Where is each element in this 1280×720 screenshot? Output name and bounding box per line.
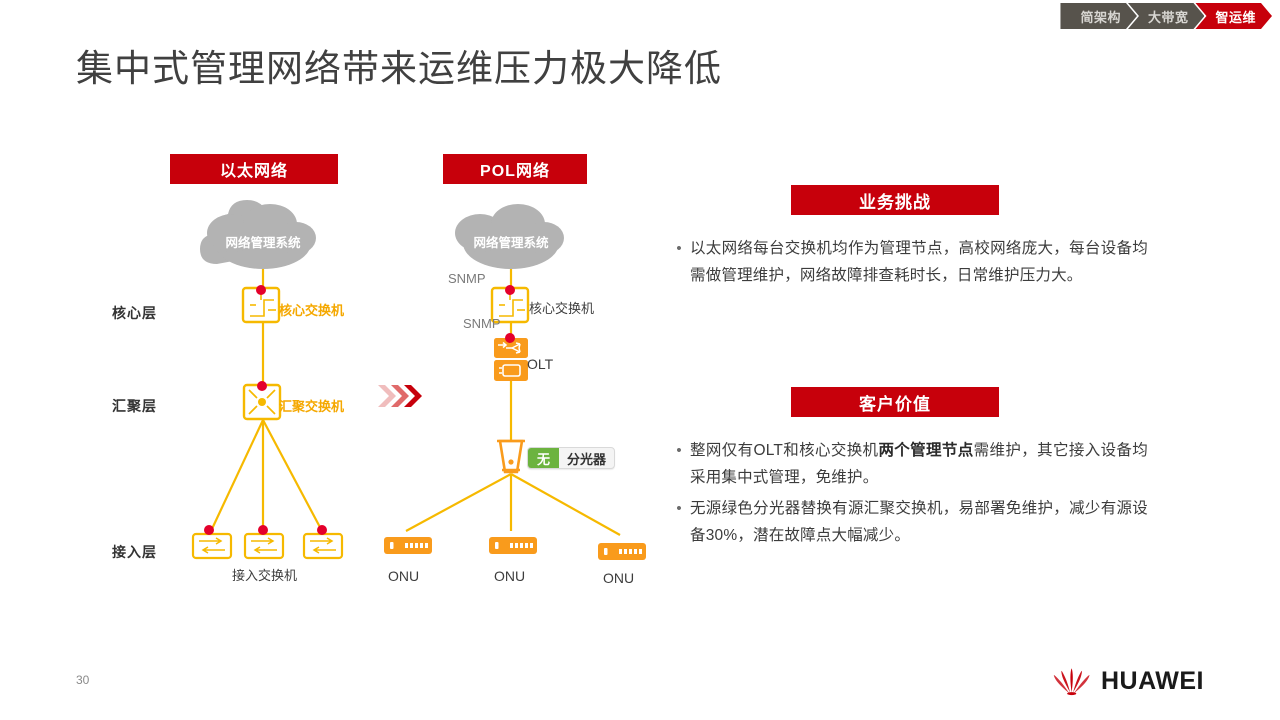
splitter-badge: 无 分光器 [527,447,616,469]
ethernet-aggregation-switch-icon [242,381,282,421]
splitter-badge-tag: 无 [528,448,560,468]
bullet-segment: 无源绿色分光器替换有源汇聚交换机，易部署免维护，减少有源设备30%，潜在故障点大… [690,500,1148,544]
pol-nms-cloud-icon: 网络管理系统 [455,204,564,269]
banner-value-label: 客户价值 [859,394,931,414]
svg-text:网络管理系统: 网络管理系统 [473,235,549,250]
ethernet-nms-cloud-icon: 网络管理系统 [200,200,316,269]
layer-label-aggregation: 汇聚层 [112,398,157,414]
label-onu-1: ONU [388,568,420,584]
olt-icon [494,333,528,381]
nav-chevron-1-label: 简架构 [1080,9,1121,25]
bullet-emphasis: 两个管理节点 [878,442,974,459]
label-ethernet-aggregation-switch: 汇聚交换机 [279,399,345,414]
customer-value-bullets: • 整网仅有OLT和核心交换机两个管理节点需维护，其它接入设备均采用集中式管理，免… [668,437,1148,553]
huawei-wordmark: HUAWEI [1101,666,1204,695]
label-olt: OLT [527,356,554,372]
network-topology-diagram: 网络管理系统 [191,200,646,560]
nav-chevron-3-label: 智运维 [1215,9,1256,25]
bullet-marker: • [676,442,682,459]
nav-chevron-3-active[interactable]: 智运维 [1195,3,1272,29]
pol-links [405,264,621,536]
bullet-item: • 以太网络每台交换机均作为管理节点，高校网络庞大，每台设备均需做管理维护，网络故… [668,235,1148,289]
banner-challenge-label: 业务挑战 [859,192,931,212]
page-title: 集中式管理网络带来运维压力极大降低 [76,48,722,89]
banner-pol-label: POL网络 [480,163,550,180]
banner-business-challenge: 业务挑战 [791,185,999,215]
onu-icons [384,537,646,560]
huawei-logo: HUAWEI [1052,666,1204,696]
bullet-text: 整网仅有OLT和核心交换机两个管理节点需维护，其它接入设备均采用集中式管理，免维… [690,437,1148,491]
ethernet-access-switch-icons [191,525,344,560]
section-nav-chevrons: 简架构 大带宽 智运维 [1060,3,1272,29]
banner-pol-network: POL网络 [443,154,587,184]
bullet-marker: • [676,500,682,517]
transition-arrow-icon [378,385,422,407]
label-ethernet-access-switch: 接入交换机 [232,568,298,583]
nav-chevron-2[interactable]: 大带宽 [1128,3,1205,29]
bullet-item: • 整网仅有OLT和核心交换机两个管理节点需维护，其它接入设备均采用集中式管理，免… [668,437,1148,491]
svg-text:网络管理系统: 网络管理系统 [225,235,301,250]
bullet-segment: 整网仅有OLT和核心交换机 [690,442,879,459]
label-onu-2: ONU [494,568,526,584]
nav-chevron-1[interactable]: 简架构 [1060,3,1137,29]
banner-ethernet-label: 以太网络 [219,163,288,180]
label-ethernet-core-switch: 核心交换机 [279,303,345,318]
banner-ethernet-network: 以太网络 [170,154,338,184]
page-number: 30 [76,673,90,687]
pol-core-switch-icon [490,285,530,324]
optical-splitter-icon [497,439,525,474]
label-snmp-lower: SNMP [463,316,501,331]
bullet-segment: 以太网络每台交换机均作为管理节点，高校网络庞大，每台设备均需做管理维护，网络故障… [690,240,1148,284]
huawei-petal-icon [1053,668,1090,696]
business-challenge-bullets: • 以太网络每台交换机均作为管理节点，高校网络庞大，每台设备均需做管理维护，网络故… [668,235,1148,293]
label-onu-3: ONU [603,570,635,586]
bullet-marker: • [676,240,682,257]
layer-label-core: 核心层 [112,305,157,321]
bullet-text: 以太网络每台交换机均作为管理节点，高校网络庞大，每台设备均需做管理维护，网络故障… [690,235,1148,289]
layer-label-access: 接入层 [112,544,157,560]
label-pol-core-switch: 核心交换机 [529,301,595,316]
label-snmp-upper: SNMP [448,271,486,286]
bullet-segment: 需维护，其它接入设备均采用集中式管理，免维护。 [690,442,1149,486]
ethernet-core-switch-icon [241,285,281,324]
banner-customer-value: 客户价值 [791,387,999,417]
splitter-badge-label: 分光器 [567,451,607,467]
bullet-item: • 无源绿色分光器替换有源汇聚交换机，易部署免维护，减少有源设备30%，潜在故障点… [668,495,1148,549]
nav-chevron-2-label: 大带宽 [1147,9,1189,25]
bullet-text: 无源绿色分光器替换有源汇聚交换机，易部署免维护，减少有源设备30%，潜在故障点大… [690,495,1148,549]
